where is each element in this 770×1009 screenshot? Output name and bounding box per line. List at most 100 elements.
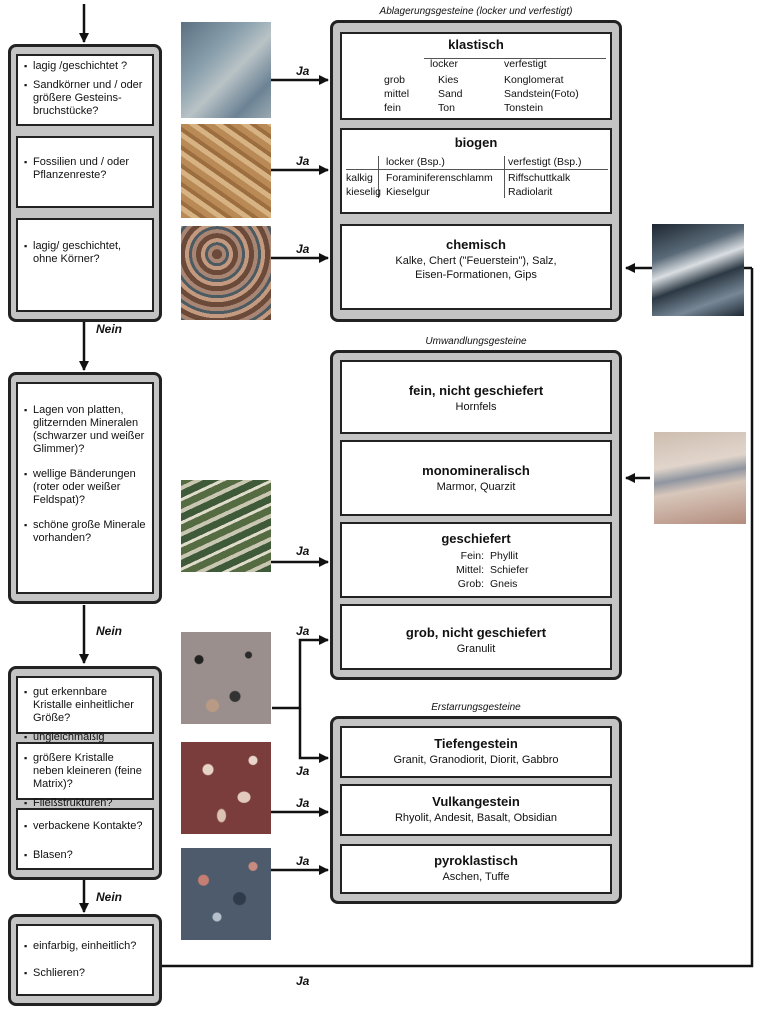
ja-label-3: Ja — [296, 242, 310, 256]
geschiefert-row-1-val: Phyllit — [490, 550, 519, 562]
q7-item-1: verbackene Kontakte? — [24, 820, 146, 833]
pyro-title: pyroklastisch — [434, 853, 518, 868]
pyro-text: Aschen, Tuffe — [442, 871, 510, 883]
klastisch-row-3-b: Tonstein — [504, 102, 544, 114]
biogen-row-2-a: Kieselgur — [386, 186, 430, 198]
biogen-row-1-b: Riffschuttkalk — [508, 172, 571, 184]
klastisch-row-1-key: grob — [384, 74, 406, 86]
q2-item-1: Fossilien und / oder Pflanzenreste? — [24, 156, 146, 182]
grob-nicht-title: grob, nicht geschiefert — [405, 625, 547, 640]
monomin-text: Marmor, Quarzit — [436, 481, 516, 493]
geschiefert-row-3-key: Grob: — [457, 578, 484, 590]
gneiss-photo — [181, 480, 271, 572]
tuff-photo — [181, 848, 271, 940]
question-box-4: Lagen von platten, glitzernden Mineralen… — [16, 382, 154, 594]
ja-label-5: Ja — [296, 624, 310, 638]
ja-label-6: Ja — [296, 764, 310, 778]
q1-item-2: Sandkörner und / oder größere Gesteins-b… — [24, 79, 146, 118]
klastisch-row-3-a: Ton — [438, 102, 455, 114]
biogen-col2: verfestigt (Bsp.) — [508, 156, 582, 168]
granite-photo — [181, 632, 271, 724]
result-fein-nicht-geschiefert: fein, nicht geschiefert Hornfels — [340, 360, 612, 434]
biogen-vdivider-2 — [504, 156, 505, 198]
result-biogen: biogen locker (Bsp.) verfestigt (Bsp.) k… — [340, 128, 612, 214]
q7-item-2: Blasen? — [24, 849, 146, 862]
geschiefert-row-2-val: Schiefer — [490, 564, 529, 576]
porphyry-photo — [181, 742, 271, 834]
biogen-vdivider-1 — [378, 156, 379, 198]
question-box-8: einfarbig, einheitlich? Schlieren? — [16, 924, 154, 996]
result-pyroklastisch: pyroklastisch Aschen, Tuffe — [340, 844, 612, 894]
q6-item-1: größere Kristalle neben kleineren (feine… — [24, 752, 146, 791]
q1-item-1: lagig /geschichtet ? — [24, 60, 146, 73]
ja-label-9: Ja — [296, 974, 310, 988]
klastisch-col2: verfestigt — [504, 58, 547, 70]
banded-iron-photo — [181, 226, 271, 320]
question-box-5: gut erkennbare Kristalle einheitlicher G… — [16, 676, 154, 756]
chemisch-text: Kalke, Chert ("Feuerstein"), Salz, Eisen… — [395, 255, 557, 281]
biogen-title: biogen — [454, 135, 498, 150]
nein-label-2: Nein — [96, 624, 123, 638]
geschiefert-row-2-key: Mittel: — [455, 564, 484, 576]
klastisch-row-1-b: Konglomerat — [504, 74, 564, 86]
q8-item-1: einfarbig, einheitlich? — [24, 940, 146, 953]
monomin-title: monomineralisch — [422, 463, 530, 478]
result-tiefengestein: Tiefengestein Granit, Granodiorit, Diori… — [340, 726, 612, 778]
ja-label-2: Ja — [296, 154, 310, 168]
q8-item-2: Schlieren? — [24, 967, 146, 980]
ja-label-1: Ja — [296, 64, 310, 78]
result-monomineralisch: monomineralisch Marmor, Quarzit — [340, 440, 612, 516]
question-box-6: größere Kristalle neben kleineren (feine… — [16, 742, 154, 810]
vulkan-text: Rhyolit, Andesit, Basalt, Obsidian — [394, 812, 558, 824]
result-chemisch: chemisch Kalke, Chert ("Feuerstein"), Sa… — [340, 224, 612, 310]
result-grob-nicht-geschiefert: grob, nicht geschiefert Granulit — [340, 604, 612, 670]
caption-igneous: Erstarrungsgesteine — [431, 702, 521, 713]
nein-label-3: Nein — [96, 890, 123, 904]
tiefen-text: Granit, Granodiorit, Diorit, Gabbro — [393, 754, 559, 766]
q3-item-1: lagig/ geschichtet, ohne Körner? — [24, 240, 146, 266]
caption-sedimentary: Ablagerungsgesteine (locker und verfesti… — [379, 6, 573, 17]
q5-item-1: gut erkennbare Kristalle einheitlicher G… — [24, 686, 146, 725]
vulkan-title: Vulkangestein — [432, 794, 520, 809]
ja-label-4: Ja — [296, 544, 310, 558]
nein-label-1: Nein — [96, 322, 123, 336]
marble-photo — [654, 432, 746, 524]
geschiefert-title: geschiefert — [441, 531, 511, 546]
question-box-7: verbackene Kontakte? Blasen? — [16, 808, 154, 870]
biogen-col-divider — [346, 169, 608, 170]
klastisch-row-2-a: Sand — [438, 88, 463, 100]
tiefen-title: Tiefengestein — [434, 736, 518, 751]
fein-nicht-title: fein, nicht geschiefert — [408, 383, 544, 398]
ja-label-7: Ja — [296, 796, 310, 810]
fein-nicht-text: Hornfels — [455, 401, 497, 413]
result-klastisch: klastisch locker verfestigt grob Kies Ko… — [340, 32, 612, 120]
biogen-row-2-b: Radiolarit — [508, 186, 553, 198]
obsidian-photo — [652, 224, 744, 316]
klastisch-col1: locker — [430, 58, 459, 70]
caption-metamorphic: Umwandlungsgesteine — [425, 336, 527, 347]
q4-item-1: Lagen von platten, glitzernden Mineralen… — [24, 404, 146, 456]
biogen-row-2-key: kieselig — [346, 186, 382, 198]
klastisch-row-3-key: fein — [384, 102, 401, 114]
geschiefert-row-1-key: Fein: — [460, 550, 484, 562]
biogen-row-1-a: Foraminiferenschlamm — [386, 172, 493, 184]
result-geschiefert: geschiefert Fein: Phyllit Mittel: Schief… — [340, 522, 612, 598]
sandstone-photo — [181, 22, 271, 118]
klastisch-row-2-key: mittel — [384, 88, 410, 100]
ja-label-8: Ja — [296, 854, 310, 868]
grob-nicht-text: Granulit — [456, 643, 496, 655]
klastisch-row-1-a: Kies — [438, 74, 459, 86]
chemisch-title: chemisch — [446, 237, 506, 252]
klastisch-col-divider — [424, 58, 606, 59]
biogen-col1: locker (Bsp.) — [386, 156, 445, 168]
q6-item-2: Fließstrukturen? — [24, 797, 146, 810]
question-box-3: lagig/ geschichtet, ohne Körner? — [16, 218, 154, 312]
klastisch-title: klastisch — [448, 37, 504, 52]
klastisch-row-2-b: Sandstein(Foto) — [504, 88, 579, 100]
result-vulkangestein: Vulkangestein Rhyolit, Andesit, Basalt, … — [340, 784, 612, 836]
geschiefert-row-3-val: Gneis — [490, 578, 518, 590]
biogen-row-1-key: kalkig — [346, 172, 373, 184]
fossil-photo — [181, 124, 271, 218]
question-box-1: lagig /geschichtet ? Sandkörner und / ode… — [16, 54, 154, 126]
q4-item-3: schöne große Minerale vorhanden? — [24, 519, 146, 545]
